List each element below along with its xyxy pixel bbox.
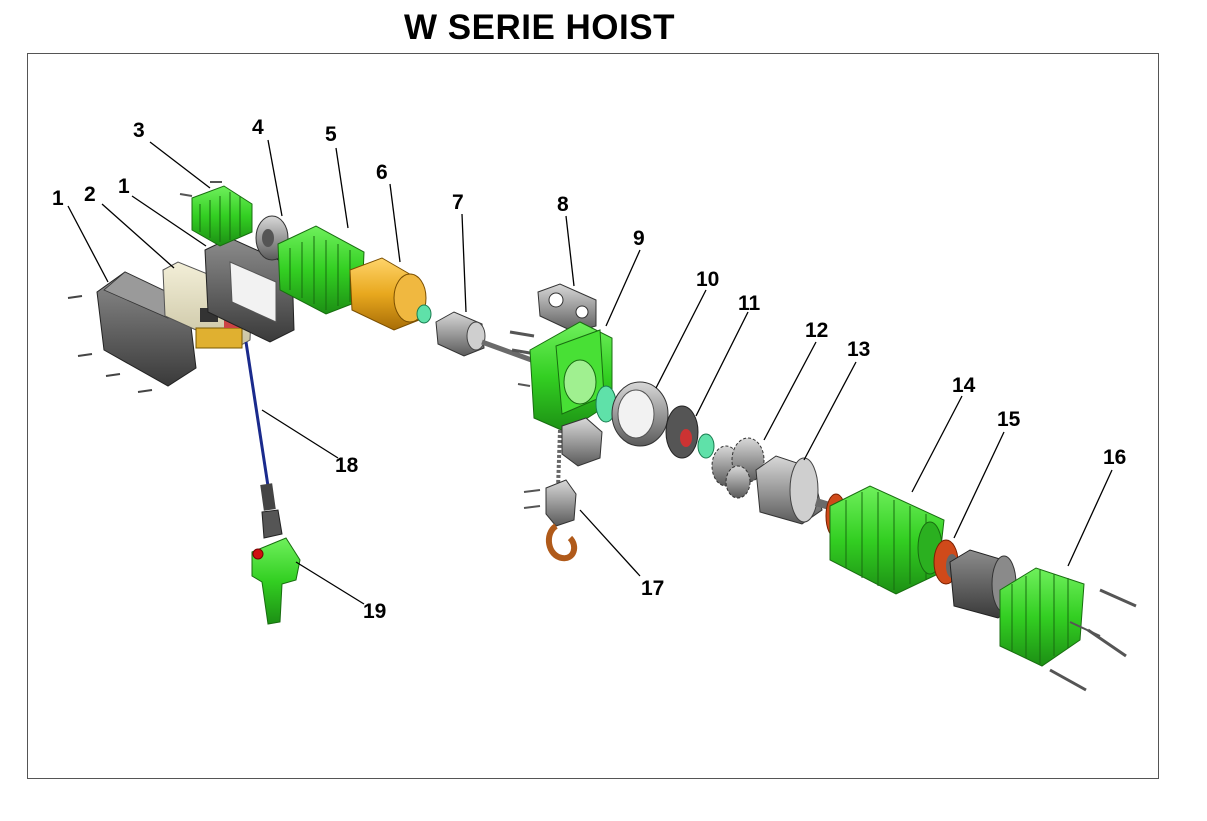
callout-13: 13 (847, 338, 870, 361)
callout-17: 17 (641, 577, 664, 600)
callout-1a: 1 (52, 187, 64, 210)
callout-labels: 1 2 1 3 4 5 6 7 8 9 10 11 12 13 14 15 16… (52, 116, 1126, 623)
callout-2: 2 (84, 183, 96, 206)
callout-3: 3 (133, 119, 145, 142)
callout-19: 19 (363, 600, 386, 623)
drawing-frame (27, 53, 1159, 779)
callout-15: 15 (997, 408, 1021, 431)
callout-7: 7 (452, 191, 464, 214)
callout-11: 11 (738, 292, 761, 315)
leader-lines (67, 139, 1113, 605)
callout-6: 6 (376, 161, 388, 184)
callout-14: 14 (952, 374, 976, 397)
callout-1b: 1 (118, 175, 130, 198)
callout-10: 10 (696, 268, 719, 291)
pendant-cable (244, 341, 283, 539)
travel-motor (825, 485, 945, 595)
ring-gear (595, 381, 669, 447)
rope-drum (349, 257, 432, 331)
planetary-gear-set (711, 437, 765, 499)
callout-5: 5 (325, 123, 337, 146)
gear-carrier (755, 455, 838, 525)
callout-4: 4 (252, 116, 264, 139)
brake-fan-cover (179, 181, 253, 247)
callout-8: 8 (557, 193, 569, 216)
hoist-motor (277, 225, 365, 315)
callout-12: 12 (805, 319, 828, 342)
diagram-title: W SERIE HOIST (404, 8, 675, 47)
pendant-control (251, 537, 301, 625)
fan-cover (999, 567, 1137, 692)
callout-18: 18 (335, 454, 359, 477)
hook-block (523, 417, 603, 562)
control-box-frame (204, 237, 295, 343)
callout-9: 9 (633, 227, 645, 250)
callout-16: 16 (1103, 446, 1126, 469)
bearing-flange (665, 405, 715, 459)
gearbox-housing (517, 321, 613, 433)
